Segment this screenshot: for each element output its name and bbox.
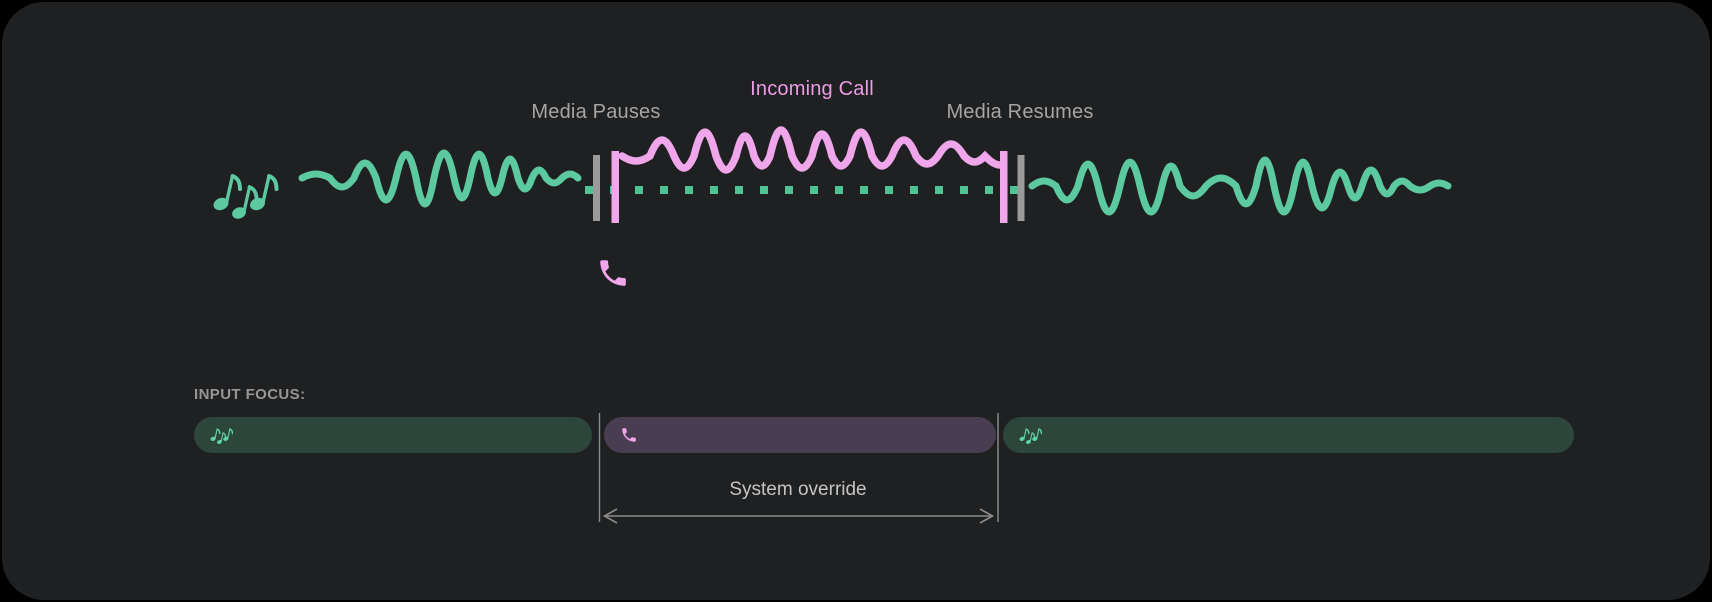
system-override-annotation bbox=[598, 413, 999, 524]
music-notes-icon bbox=[1019, 428, 1042, 445]
focus-segment-incoming-call bbox=[604, 417, 996, 453]
media-waveform-right bbox=[1028, 156, 1452, 216]
music-notes-icon bbox=[210, 428, 233, 445]
incoming-call-label: Incoming Call bbox=[750, 78, 874, 100]
call-waveform bbox=[618, 126, 1003, 174]
media-resume-barrier bbox=[1000, 151, 1025, 223]
media-waveform-left bbox=[298, 149, 582, 208]
audio-waveform-diagram bbox=[210, 126, 1452, 286]
phone-icon bbox=[600, 260, 626, 286]
media-pause-barrier bbox=[593, 151, 619, 223]
media-pauses-label: Media Pauses bbox=[531, 101, 661, 123]
system-override-label: System override bbox=[729, 479, 867, 500]
focus-segment-media-before-call bbox=[194, 417, 592, 453]
media-resumes-label: Media Resumes bbox=[946, 101, 1094, 123]
focus-segment-media-after-call bbox=[1003, 417, 1574, 453]
input-focus-label: INPUT FOCUS: bbox=[194, 386, 306, 403]
override-extent-arrow bbox=[602, 508, 995, 524]
music-notes-icon bbox=[210, 174, 279, 223]
